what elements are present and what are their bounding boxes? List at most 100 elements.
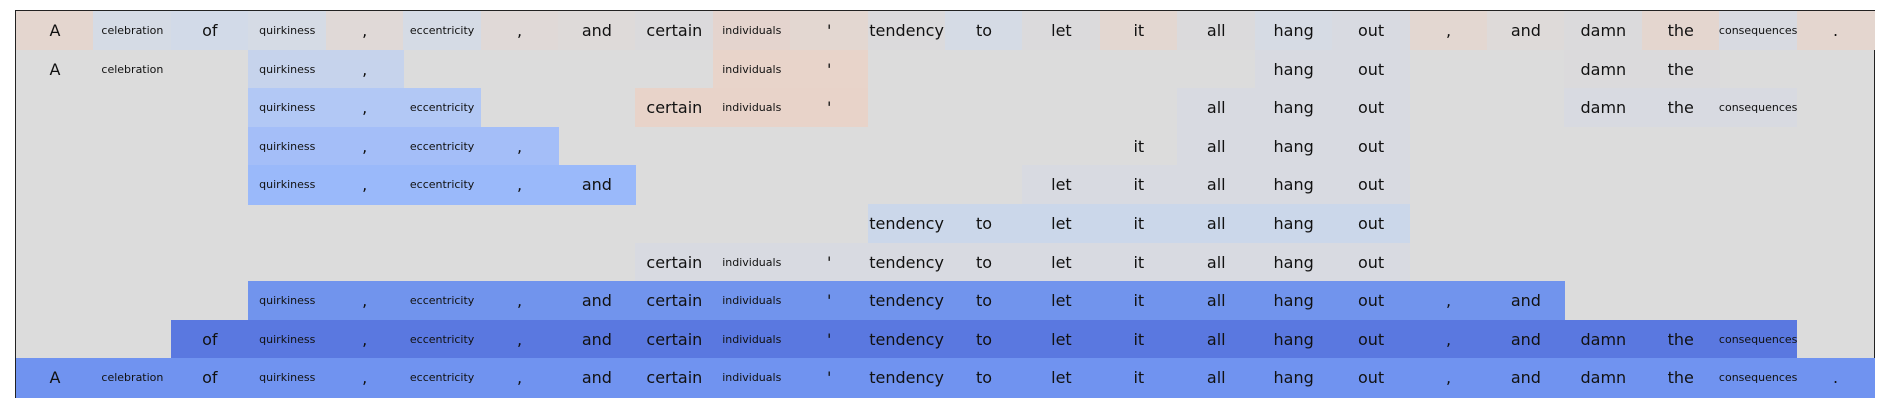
token-cell: all bbox=[1177, 165, 1256, 205]
token-cell: and bbox=[557, 319, 636, 359]
token-cell: , bbox=[1409, 319, 1488, 359]
token-cell: eccentricity bbox=[403, 126, 482, 166]
token-cell: certain bbox=[635, 281, 714, 321]
token-cell: quirkiness bbox=[248, 126, 327, 166]
token-cell: individuals bbox=[712, 11, 791, 51]
token-cell: let bbox=[1022, 319, 1101, 359]
token-cell: and bbox=[1486, 281, 1565, 321]
token-cell: out bbox=[1332, 204, 1411, 244]
token-cell: quirkiness bbox=[248, 88, 327, 128]
token-cell: eccentricity bbox=[403, 358, 482, 398]
token-cell: quirkiness bbox=[248, 319, 327, 359]
token-cell: all bbox=[1177, 281, 1256, 321]
token-cell: damn bbox=[1564, 88, 1643, 128]
token-cell: hang bbox=[1254, 88, 1333, 128]
token-cell: , bbox=[1409, 11, 1488, 51]
token-cell: out bbox=[1332, 165, 1411, 205]
token-cell: out bbox=[1332, 281, 1411, 321]
token-cell: hang bbox=[1254, 126, 1333, 166]
token-cell: , bbox=[325, 88, 404, 128]
token-cell: certain bbox=[635, 11, 714, 51]
token-cell: eccentricity bbox=[403, 281, 482, 321]
token-cell: all bbox=[1177, 204, 1256, 244]
token-cell: damn bbox=[1564, 49, 1643, 89]
token-cell: out bbox=[1332, 126, 1411, 166]
token-cell: and bbox=[1486, 319, 1565, 359]
token-cell: tendency bbox=[867, 11, 946, 51]
token-cell: the bbox=[1641, 358, 1720, 398]
token-cell: certain bbox=[635, 242, 714, 282]
token-cell: ' bbox=[790, 49, 869, 89]
token-cell: eccentricity bbox=[403, 319, 482, 359]
token-cell: all bbox=[1177, 88, 1256, 128]
token-cell: damn bbox=[1564, 358, 1643, 398]
token-cell: , bbox=[480, 281, 559, 321]
token-cell: certain bbox=[635, 88, 714, 128]
token-cell: hang bbox=[1254, 358, 1333, 398]
token-cell: , bbox=[325, 319, 404, 359]
token-cell: , bbox=[325, 11, 404, 51]
token-cell: eccentricity bbox=[403, 165, 482, 205]
token-cell: quirkiness bbox=[248, 11, 327, 51]
token-cell: let bbox=[1022, 11, 1101, 51]
token-cell: celebration bbox=[93, 49, 172, 89]
token-cell: damn bbox=[1564, 11, 1643, 51]
token-cell: out bbox=[1332, 319, 1411, 359]
token-cell: tendency bbox=[867, 242, 946, 282]
token-cell: consequences bbox=[1719, 88, 1797, 128]
token-cell: . bbox=[1796, 358, 1875, 398]
token-cell: all bbox=[1177, 242, 1256, 282]
token-cell: all bbox=[1177, 126, 1256, 166]
token-cell: to bbox=[945, 358, 1024, 398]
token-cell: consequences bbox=[1719, 11, 1797, 51]
token-cell: individuals bbox=[712, 319, 791, 359]
token-cell: , bbox=[480, 358, 559, 398]
token-cell: . bbox=[1796, 11, 1875, 51]
token-cell: ' bbox=[790, 319, 869, 359]
token-cell: ' bbox=[790, 11, 869, 51]
token-cell: let bbox=[1022, 358, 1101, 398]
token-cell: hang bbox=[1254, 281, 1333, 321]
token-cell: it bbox=[1099, 281, 1178, 321]
token-cell: , bbox=[325, 358, 404, 398]
token-cell: hang bbox=[1254, 11, 1333, 51]
token-cell: let bbox=[1022, 281, 1101, 321]
token-cell: to bbox=[945, 281, 1024, 321]
token-cell: the bbox=[1641, 319, 1720, 359]
token-cell: of bbox=[170, 358, 249, 398]
token-cell: , bbox=[480, 126, 559, 166]
token-cell: and bbox=[1486, 11, 1565, 51]
token-cell: hang bbox=[1254, 204, 1333, 244]
token-cell: let bbox=[1022, 204, 1101, 244]
token-cell: hang bbox=[1254, 242, 1333, 282]
token-cell: out bbox=[1332, 49, 1411, 89]
token-cell: and bbox=[557, 358, 636, 398]
token-cell: and bbox=[557, 281, 636, 321]
token-cell: and bbox=[557, 165, 636, 205]
token-cell: , bbox=[325, 126, 404, 166]
token-cell: certain bbox=[635, 358, 714, 398]
token-cell: individuals bbox=[712, 242, 791, 282]
token-cell: , bbox=[1409, 358, 1488, 398]
token-cell: of bbox=[170, 319, 249, 359]
token-cell: A bbox=[16, 358, 95, 398]
token-cell: hang bbox=[1254, 319, 1333, 359]
token-cell: individuals bbox=[712, 88, 791, 128]
token-cell: out bbox=[1332, 358, 1411, 398]
token-cell: eccentricity bbox=[403, 88, 482, 128]
token-cell: the bbox=[1641, 11, 1720, 51]
token-cell: consequences bbox=[1719, 319, 1797, 359]
token-cell: it bbox=[1099, 358, 1178, 398]
token-cell: out bbox=[1332, 242, 1411, 282]
token-cell: it bbox=[1099, 126, 1178, 166]
token-cell: tendency bbox=[867, 319, 946, 359]
token-cell: individuals bbox=[712, 49, 791, 89]
token-cell: hang bbox=[1254, 49, 1333, 89]
token-cell: the bbox=[1641, 88, 1720, 128]
token-cell: ' bbox=[790, 358, 869, 398]
token-cell: individuals bbox=[712, 281, 791, 321]
token-cell: , bbox=[1409, 281, 1488, 321]
token-cell: quirkiness bbox=[248, 358, 327, 398]
token-cell: tendency bbox=[867, 281, 946, 321]
token-cell: , bbox=[325, 281, 404, 321]
